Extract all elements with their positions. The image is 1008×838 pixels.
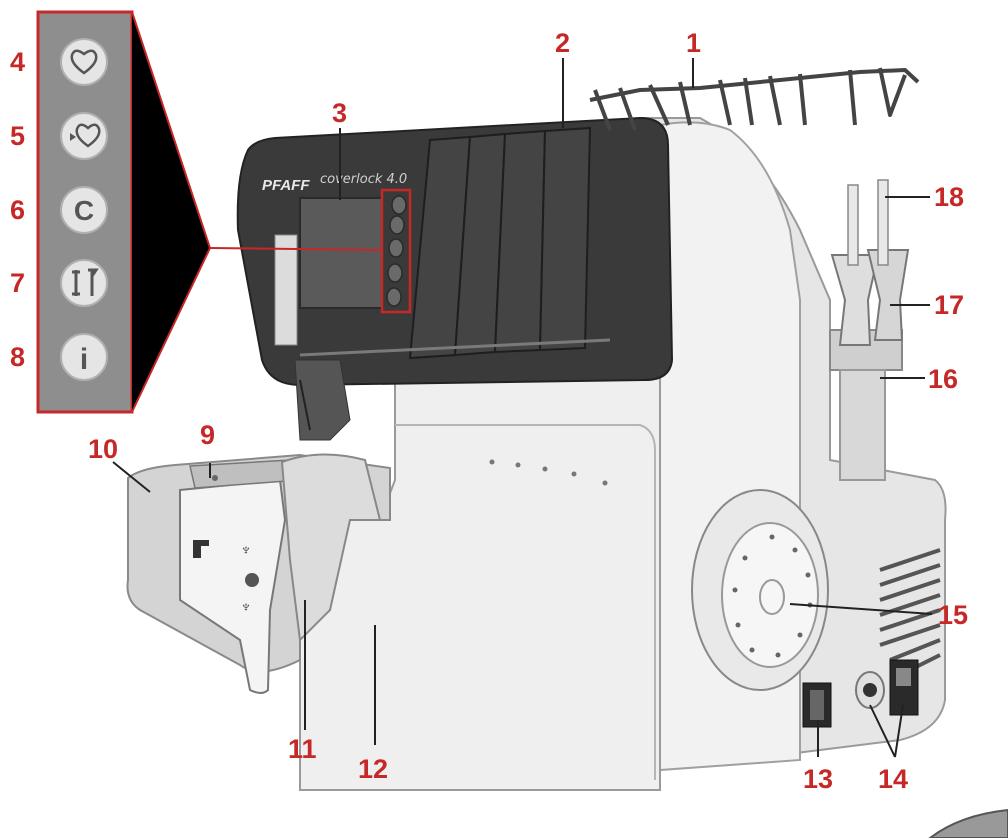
inset-button-heart-play	[60, 112, 108, 160]
callout-6: 6	[10, 195, 25, 225]
inset-button-tools	[60, 259, 108, 307]
callout-1: 1	[686, 28, 701, 58]
callout-10: 10	[88, 434, 118, 464]
svg-text:i: i	[80, 343, 88, 376]
handwheel	[691, 489, 829, 691]
svg-text:C: C	[74, 195, 94, 226]
inset-button-clear: C	[60, 186, 108, 234]
inset-button-info: i	[60, 333, 108, 381]
callout-2: 2	[555, 28, 570, 58]
display-screen	[299, 197, 383, 309]
thread-guide	[589, 67, 920, 131]
callout-4: 4	[10, 47, 25, 77]
callout-5: 5	[10, 121, 25, 151]
callout-8: 8	[10, 342, 25, 372]
front-indicator-dots	[489, 459, 608, 486]
looper-cover	[179, 478, 287, 694]
panel-highlight-box	[380, 188, 412, 314]
brand-logo: PFAFF	[262, 177, 310, 194]
callout-15: 15	[938, 600, 968, 630]
callout-3: 3	[332, 98, 347, 128]
callout-18: 18	[934, 182, 964, 212]
threading-symbols: ♆ ♆	[193, 540, 259, 616]
ventilation-grille	[879, 548, 941, 677]
needle-assembly	[274, 234, 351, 441]
callout-12: 12	[358, 754, 388, 784]
callout-13: 13	[803, 764, 833, 794]
callout-7: 7	[10, 268, 25, 298]
panel-stripe	[299, 338, 611, 357]
machine-panel-buttons	[386, 195, 407, 307]
callout-17: 17	[934, 290, 964, 320]
svg-text:♆: ♆	[240, 542, 252, 559]
spool-holder	[829, 179, 910, 481]
inset-connector-lines	[131, 11, 383, 413]
leader-lines	[112, 58, 933, 758]
model-name: coverlock 4.0	[320, 172, 407, 187]
next-view-fragment	[928, 808, 1008, 838]
front-panel-seam	[395, 424, 656, 780]
callout-9: 9	[200, 420, 215, 450]
callout-11: 11	[288, 734, 317, 764]
svg-text:♆: ♆	[240, 599, 252, 616]
machine-front-body	[299, 369, 661, 791]
callout-numbers: 1 2 3 4 5 6 7 8 9 10 11 12 13 14 15 16 1…	[10, 28, 968, 794]
thread-tension-covers	[408, 126, 592, 360]
callout-16: 16	[928, 364, 958, 394]
front-cover-left	[280, 453, 382, 643]
callout-14: 14	[878, 764, 908, 794]
inset-button-heart	[60, 38, 108, 86]
